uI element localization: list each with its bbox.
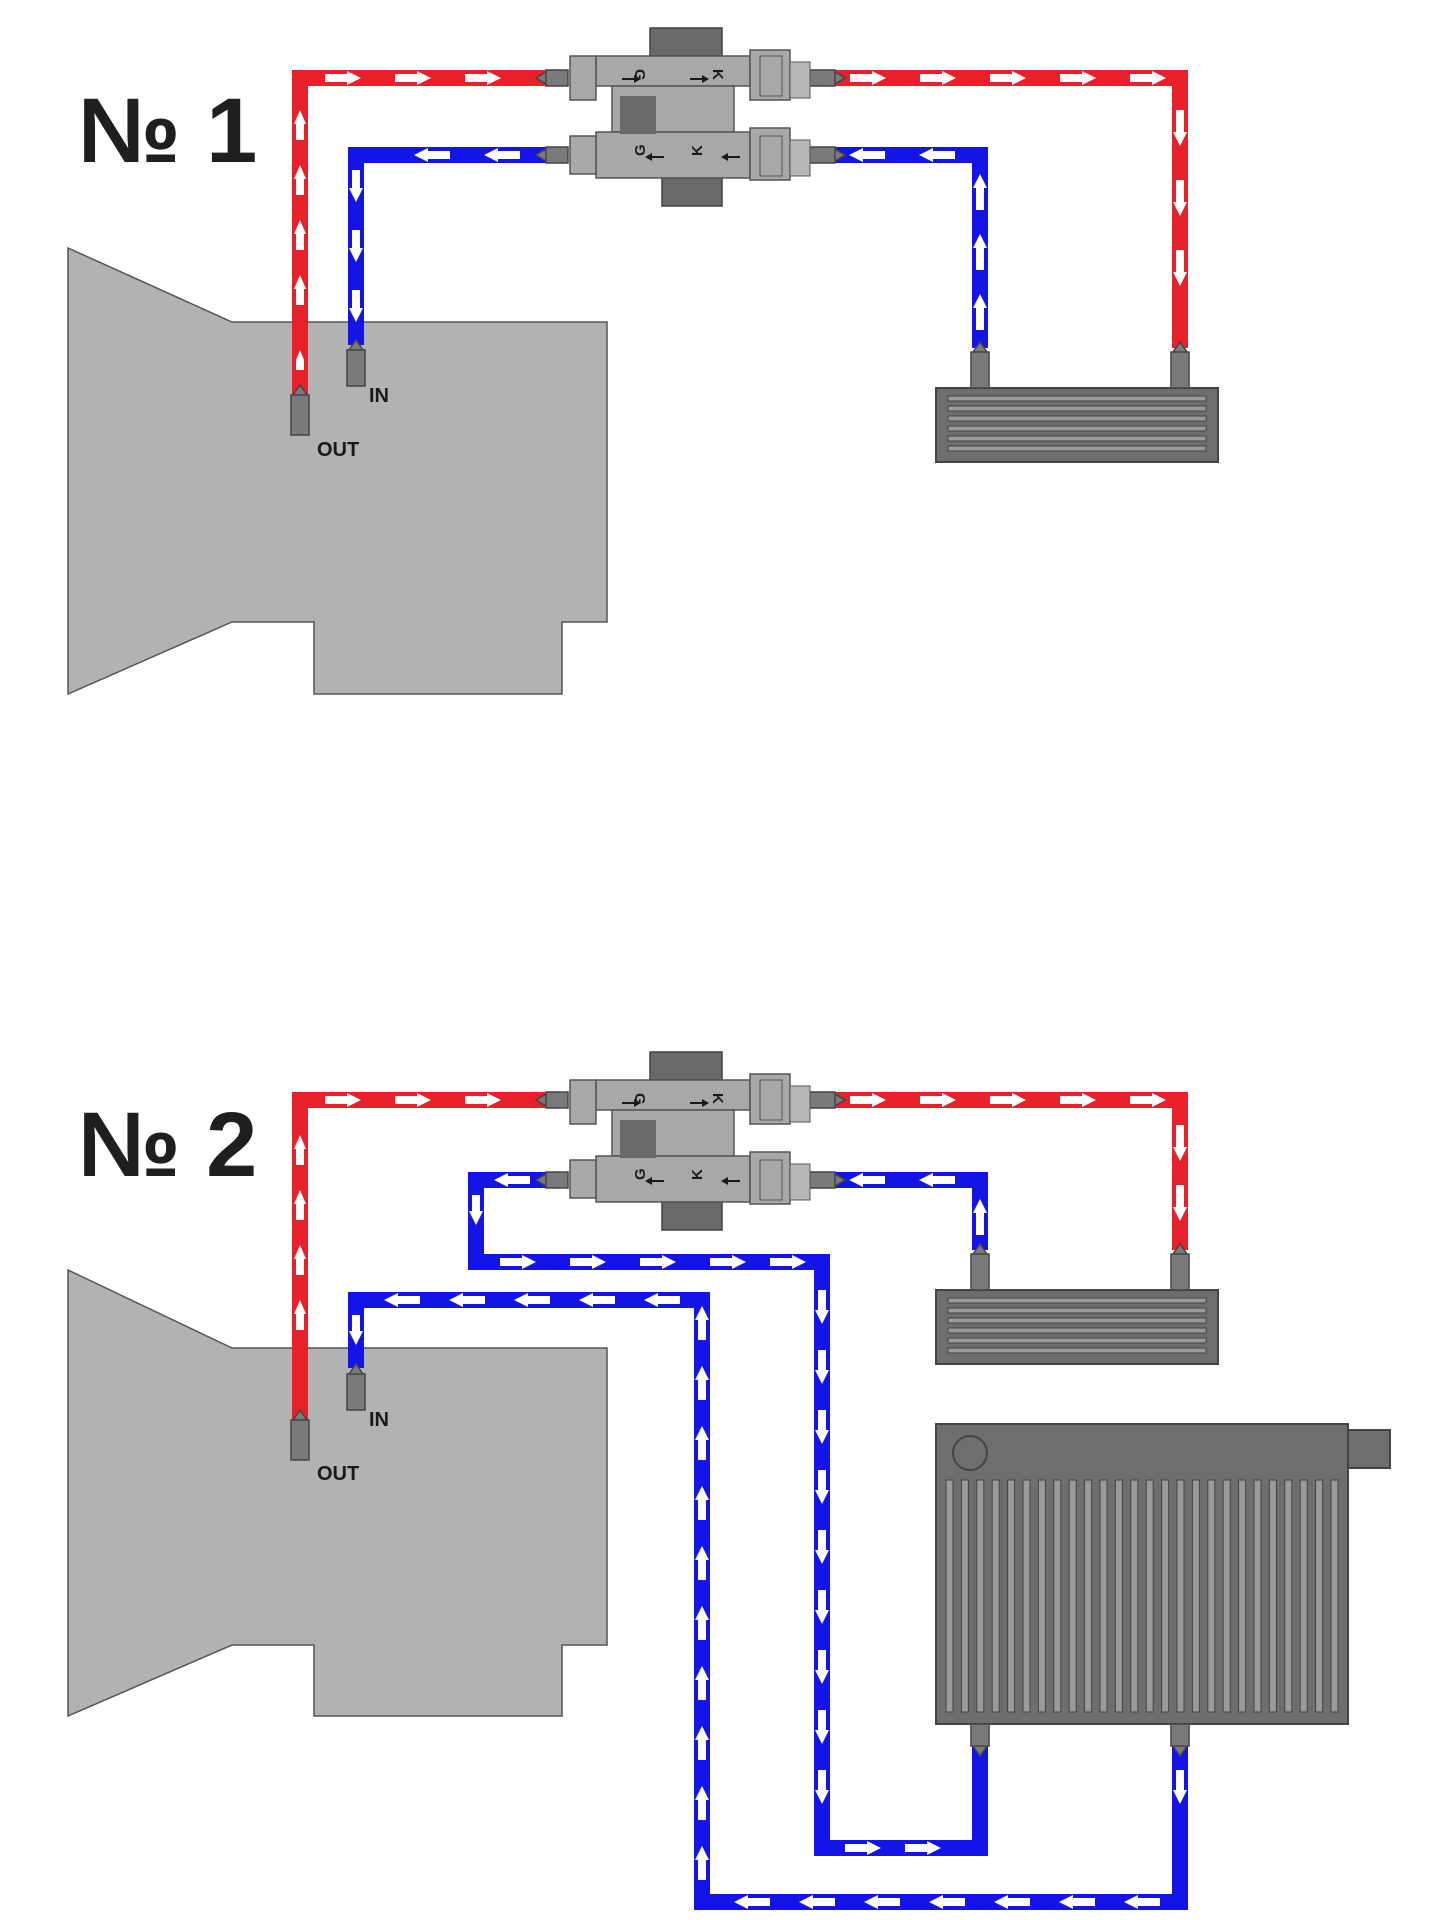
- flow-arrows-1: [294, 71, 1187, 370]
- radiator-fin: [1253, 1479, 1262, 1713]
- flow-arrows-2: [294, 1093, 1187, 1909]
- radiator-fin: [1268, 1479, 1277, 1713]
- cold-line-2c: [348, 1292, 1188, 1910]
- hot-line-1b: [835, 70, 1188, 348]
- thermostatic-valve-2: [569, 1051, 811, 1231]
- valve-2-arrows: [622, 1099, 740, 1185]
- valve-1-label-k-top: K: [709, 69, 726, 80]
- valve-2-label-k-bottom: K: [689, 1169, 706, 1180]
- valve-2-label-g-top: G: [631, 1093, 648, 1105]
- hose-fittings-2: [290, 1091, 1190, 1758]
- cold-line-1b: [835, 147, 988, 348]
- diagram-2: № 2: [67, 1051, 1391, 1910]
- radiator-fin: [1161, 1479, 1170, 1713]
- radiator-fin: [1022, 1479, 1031, 1713]
- valve-2-label-k-top: K: [709, 1093, 726, 1104]
- radiator-fin: [1114, 1479, 1123, 1713]
- valve-1-arrows: [622, 75, 740, 161]
- cold-line-2b: [835, 1172, 988, 1250]
- valve-1-label-g-bottom: G: [632, 144, 649, 156]
- radiator-fin: [1222, 1479, 1231, 1713]
- diagram-1-out-label: OUT: [317, 439, 359, 461]
- radiator-fin: [1053, 1479, 1062, 1713]
- diagram-1: № 1: [67, 27, 1219, 696]
- radiator-fin: [976, 1479, 985, 1713]
- cold-line-1: [348, 147, 546, 345]
- radiator-fin: [960, 1479, 969, 1713]
- radiator-fin: [1130, 1479, 1139, 1713]
- oil-cooler: [935, 387, 1219, 463]
- radiator-fin: [1145, 1479, 1154, 1713]
- radiator-fin: [1007, 1479, 1016, 1713]
- oil-cooler: [935, 1289, 1219, 1365]
- diagram-2-out-label: OUT: [317, 1463, 359, 1485]
- radiator-fin: [1037, 1479, 1046, 1713]
- radiator: [935, 1423, 1391, 1725]
- radiator-fin: [991, 1479, 1000, 1713]
- thermostatic-valve-1: [569, 27, 811, 207]
- radiator-fin: [1284, 1479, 1293, 1713]
- diagram-2-heading: № 2: [78, 1094, 257, 1196]
- transmission-housing: [67, 1268, 608, 1718]
- radiator-fin: [1238, 1479, 1247, 1713]
- valve-1-label-k-bottom: K: [689, 145, 706, 156]
- radiator-fin: [1084, 1479, 1093, 1713]
- valve-2-label-g-bottom: G: [632, 1168, 649, 1180]
- radiator-fin: [1099, 1479, 1108, 1713]
- radiator-fin: [1330, 1479, 1339, 1713]
- radiator-fin: [945, 1479, 954, 1713]
- radiator-fin: [1299, 1479, 1308, 1713]
- radiator-fin: [1176, 1479, 1185, 1713]
- radiator-fin: [1068, 1479, 1077, 1713]
- transmission-housing: [67, 246, 608, 696]
- radiator-fin: [1315, 1479, 1324, 1713]
- diagram-1-heading: № 1: [78, 80, 257, 182]
- diagram-1-in-label: IN: [369, 385, 389, 407]
- hose-fittings-1: [290, 69, 1190, 436]
- diagram-2-in-label: IN: [369, 1409, 389, 1431]
- cold-line-2: [468, 1172, 988, 1856]
- radiator-fin: [1191, 1479, 1200, 1713]
- radiator-fin: [1207, 1479, 1216, 1713]
- valve-1-label-g-top: G: [631, 69, 648, 81]
